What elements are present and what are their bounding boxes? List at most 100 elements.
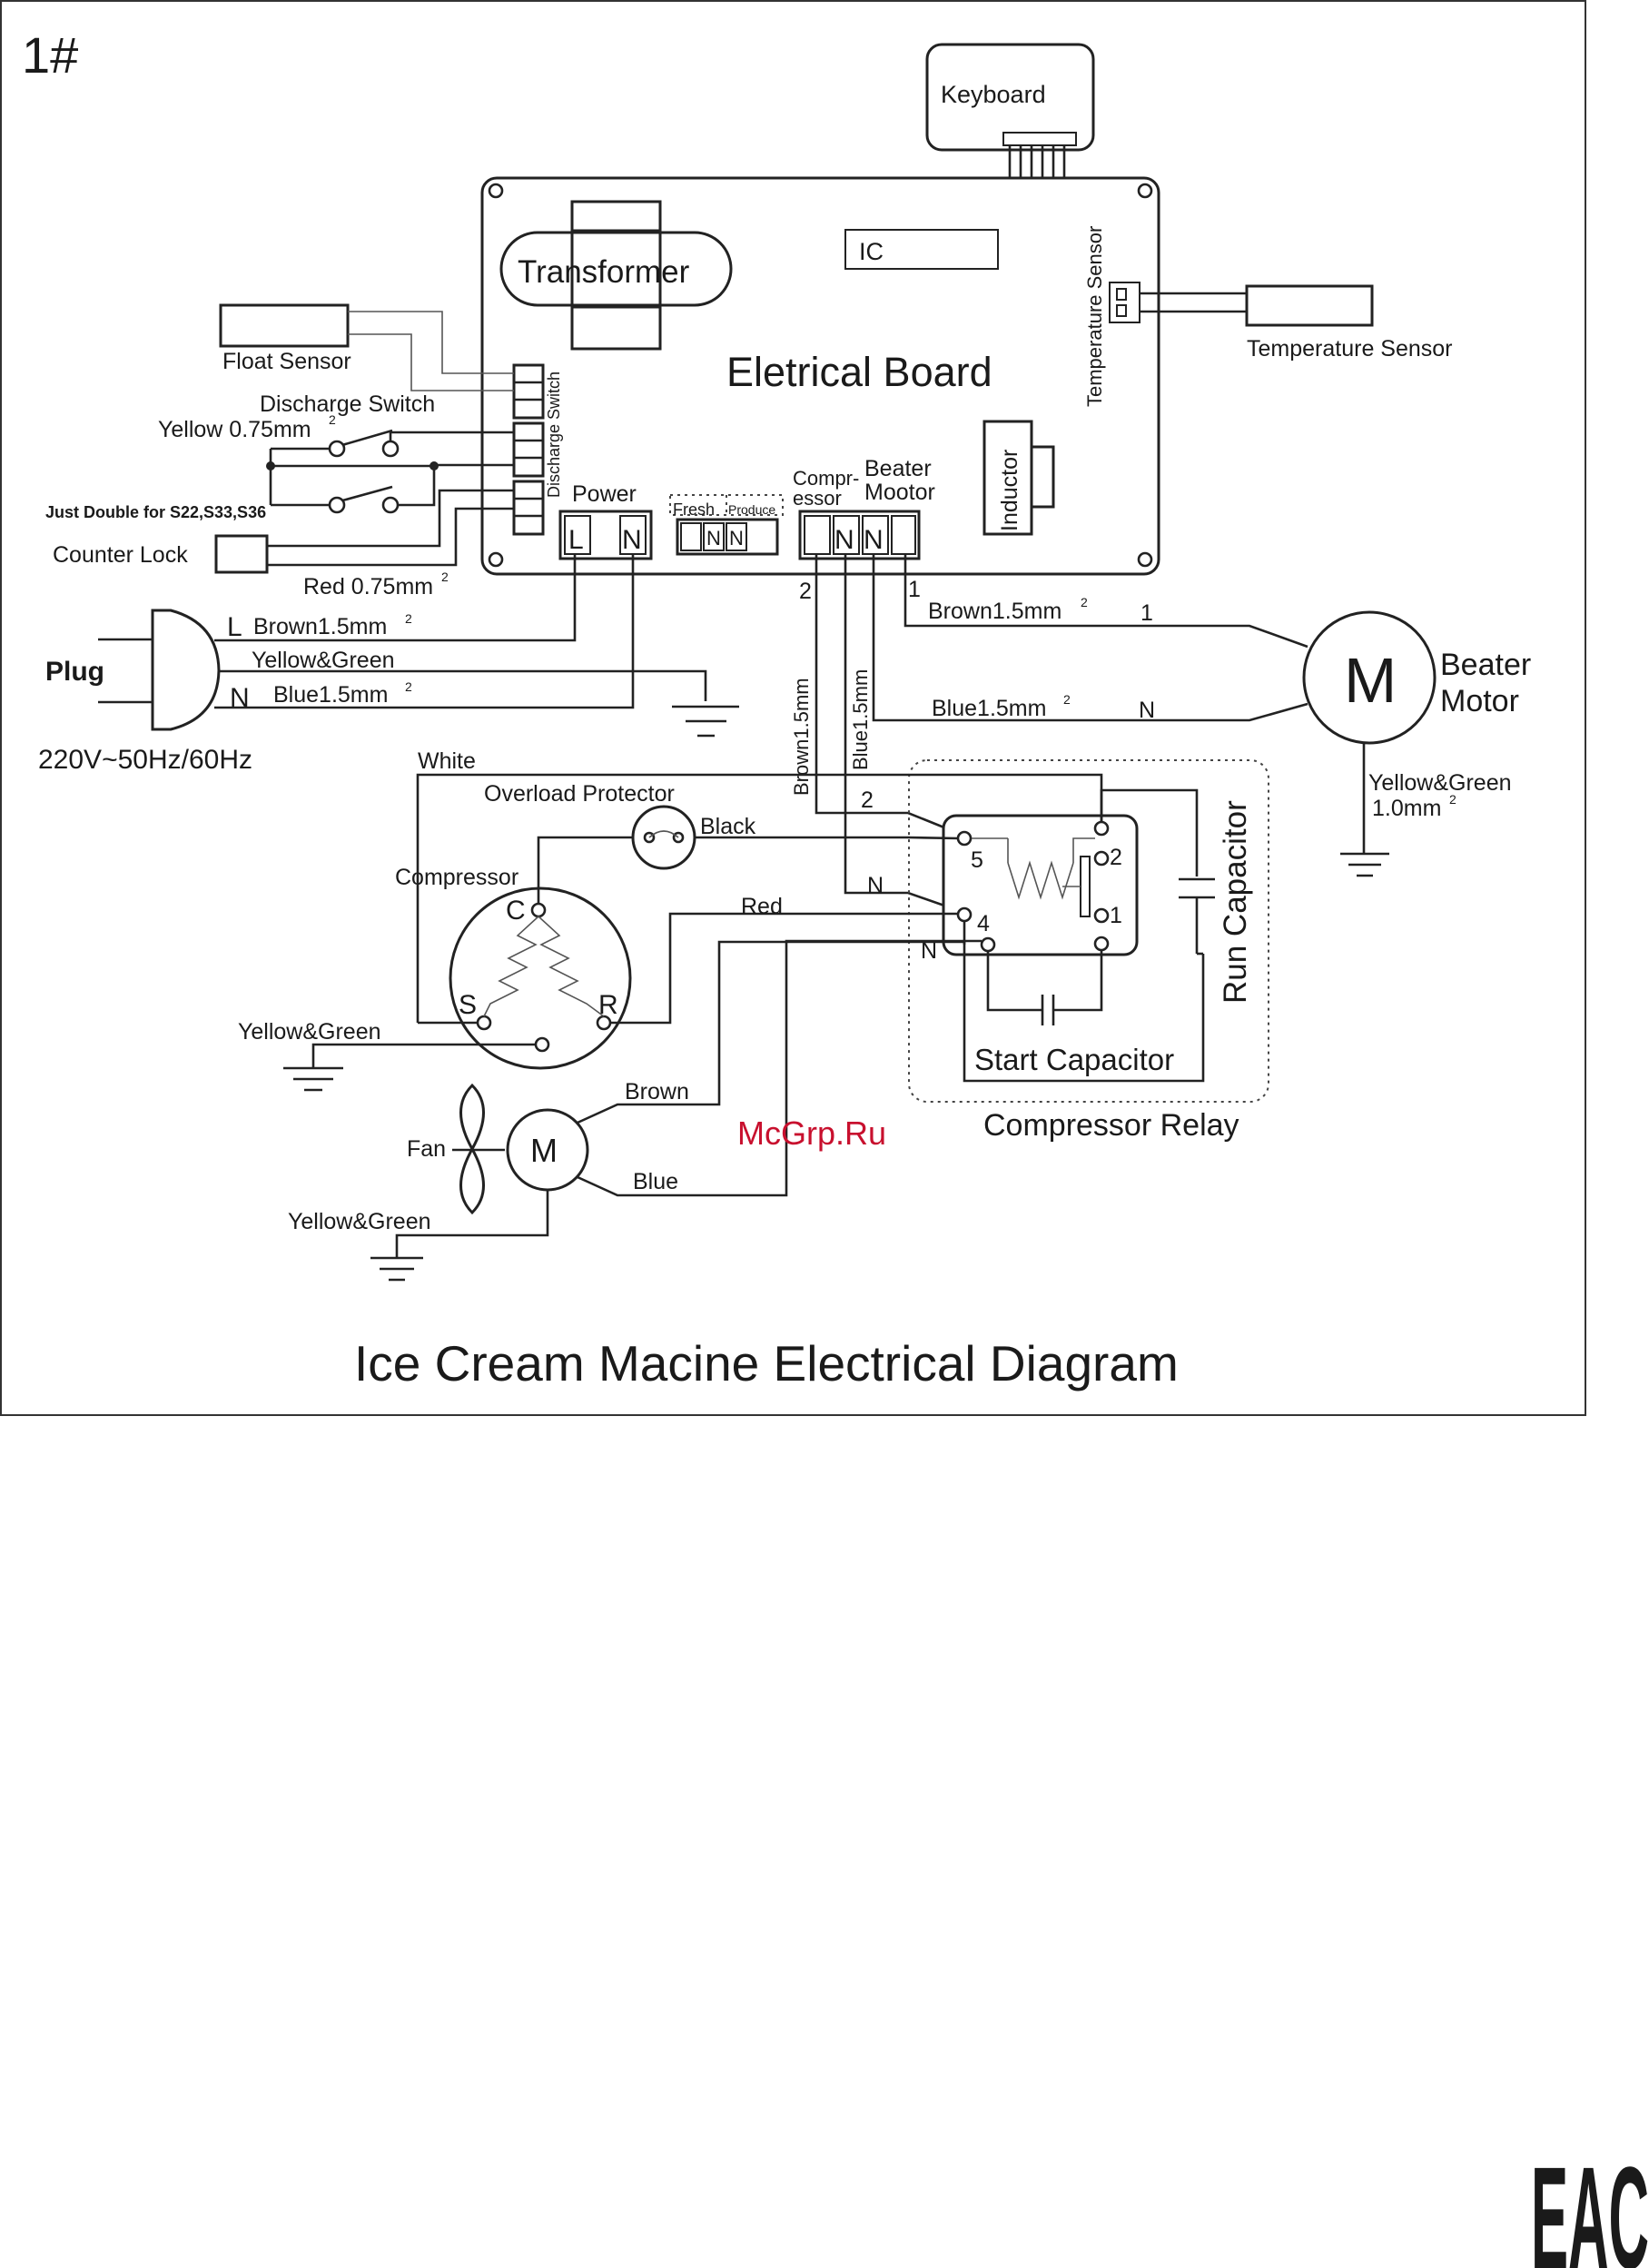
fan: Fan M Brown Blue Yellow&Green	[288, 939, 982, 1258]
beater-motor-symbol: M	[1344, 645, 1397, 716]
temperature-sensor-port-label: Temperature Sensor	[1083, 226, 1106, 407]
beater-pin-n: N	[1139, 698, 1155, 723]
compressor-port-label-1: Compr-	[793, 467, 859, 490]
compressor-n-label: N	[834, 525, 854, 555]
yellow-wire-label: Yellow 0.75mm	[158, 417, 311, 442]
beater-pin-1: 1	[1140, 600, 1153, 626]
fan-blue-label: Blue	[633, 1169, 678, 1194]
just-double-label: Just Double for S22,S33,S36	[45, 503, 266, 521]
run-capacitor-label: Run Capacitor	[1218, 800, 1253, 1004]
beater-brown-sup: 2	[1081, 595, 1088, 609]
start-capacitor-label: Start Capacitor	[974, 1043, 1174, 1076]
power-l-label: L	[568, 525, 584, 555]
fresh-produce-terminal: Fresh Produce N N	[669, 494, 784, 556]
power-label: Power	[572, 481, 637, 507]
yellow-wire-sup: 2	[329, 412, 336, 427]
compressor-wiring: White Red Yellow&Green	[238, 748, 1103, 1068]
overload-protector: Overload Protector Black	[484, 781, 756, 870]
fan-ground-label: Yellow&Green	[288, 1209, 431, 1234]
beater-port-label-1: Beater	[864, 456, 932, 481]
float-sensor: Float Sensor	[219, 303, 514, 391]
relay-wire-n2-label: N	[921, 938, 937, 964]
power-terminal: Power L N	[558, 481, 653, 560]
plug-blue-sup: 2	[405, 679, 412, 694]
beater-pin-1-label: 1	[908, 577, 921, 602]
compressor-ground-label: Yellow&Green	[238, 1019, 381, 1045]
beater-blue-label: Blue1.5mm	[932, 696, 1046, 721]
fresh-n1-label: N	[706, 527, 721, 550]
ic-label: IC	[859, 238, 884, 265]
compressor-label: Compressor	[395, 865, 518, 890]
relay-terminal-4: 4	[977, 911, 990, 936]
beater-blue-sup: 2	[1063, 692, 1071, 707]
figure-number: 1#	[22, 26, 78, 84]
plug-l-label: L	[227, 612, 242, 642]
beater-ground-sup: 2	[1449, 792, 1456, 807]
relay-terminal-1: 1	[1110, 903, 1122, 928]
compressor-ground-icon	[283, 1066, 343, 1092]
compressor-c-label: C	[506, 896, 526, 926]
compressor: Compressor C S R	[395, 865, 632, 1070]
beater-motor: M Beater Motor Brown1.5mm 2 1 Blue1.5mm …	[872, 554, 1531, 854]
fan-brown-label: Brown	[625, 1079, 689, 1104]
plug-rating: 220V~50Hz/60Hz	[38, 745, 252, 775]
plug-label: Plug	[45, 657, 104, 687]
keyboard-label: Keyboard	[941, 81, 1046, 108]
diagram-title: Ice Cream Macine Electrical Diagram	[354, 1335, 1179, 1392]
compressor-port-label-2: essor	[793, 487, 842, 510]
compressor-relay-label: Compressor Relay	[983, 1108, 1239, 1143]
produce-label: Produce	[728, 502, 775, 517]
float-sensor-label: Float Sensor	[222, 349, 351, 374]
ic-chip: IC	[844, 229, 999, 270]
keyboard: Keyboard	[925, 43, 1095, 152]
discharge-switches	[266, 429, 514, 514]
relay-terminal-5: 5	[971, 847, 983, 873]
red-wire-label: Red 0.75mm	[303, 574, 433, 599]
fan-motor-symbol: M	[530, 1132, 558, 1169]
compressor-pin-2-label: 2	[799, 579, 812, 604]
fresh-n2-label: N	[729, 527, 744, 550]
compressor-r-label: R	[598, 990, 618, 1020]
compressor-beater-terminal: Compr- essor Beater Mootor N N 2 1	[793, 456, 935, 604]
beater-brown-label: Brown1.5mm	[928, 599, 1061, 624]
discharge-switch-label: Discharge Switch	[260, 391, 435, 417]
vertical-blue-label: Blue1.5mm	[849, 669, 872, 770]
beater-ground-label-2: 1.0mm	[1372, 796, 1441, 821]
beater-n-label: N	[864, 525, 884, 555]
overload-protector-label: Overload Protector	[484, 781, 675, 807]
compressor-supply-wires: Brown1.5mm Blue1.5mm 2 N	[790, 554, 965, 914]
transformer-label: Transformer	[518, 254, 690, 290]
relay-terminal-2: 2	[1110, 845, 1122, 870]
plug-blue-label: Blue1.5mm	[273, 682, 388, 708]
plug-brown-label: Brown1.5mm	[253, 614, 387, 639]
eac-mark-text: EAC	[1531, 2136, 1649, 2268]
transformer: Transformer	[499, 200, 733, 351]
inductor: Inductor	[982, 420, 1055, 536]
beater-port-label-2: Mootor	[864, 480, 935, 505]
compressor-s-label: S	[459, 990, 477, 1020]
discharge-switch-port: Discharge Switch	[512, 363, 563, 536]
beater-motor-label-2: Motor	[1440, 684, 1519, 718]
compressor-relay: 5 4 2 1 N Start Capacitor Run Capacitor …	[908, 759, 1269, 1143]
board-name: Eletrical Board	[726, 349, 992, 395]
relay-wire-2-label: 2	[861, 787, 874, 813]
watermark: McGrp.Ru	[737, 1114, 886, 1152]
power-n-label: N	[622, 525, 642, 555]
plug: Plug 220V~50Hz/60Hz L N Brown1.5mm 2 Yel…	[38, 554, 707, 775]
plug-brown-sup: 2	[405, 611, 412, 626]
temperature-sensor-port: Temperature Sensor	[1083, 226, 1140, 407]
eac-mark: EAC	[1531, 2136, 1649, 2268]
fan-ground-icon	[370, 1256, 423, 1282]
beater-ground-icon	[1340, 852, 1389, 877]
fresh-label: Fresh	[673, 500, 715, 519]
temperature-sensor-label: Temperature Sensor	[1247, 336, 1453, 361]
vertical-brown-label: Brown1.5mm	[790, 678, 813, 796]
plug-n-label: N	[230, 683, 250, 713]
diagram-frame	[0, 0, 1586, 1416]
black-wire-label: Black	[700, 814, 756, 839]
beater-ground-label-1: Yellow&Green	[1368, 770, 1512, 796]
beater-motor-label-1: Beater	[1440, 648, 1531, 682]
fan-label: Fan	[407, 1136, 446, 1162]
counter-lock: Counter Lock	[53, 489, 514, 574]
inductor-label: Inductor	[997, 450, 1022, 531]
